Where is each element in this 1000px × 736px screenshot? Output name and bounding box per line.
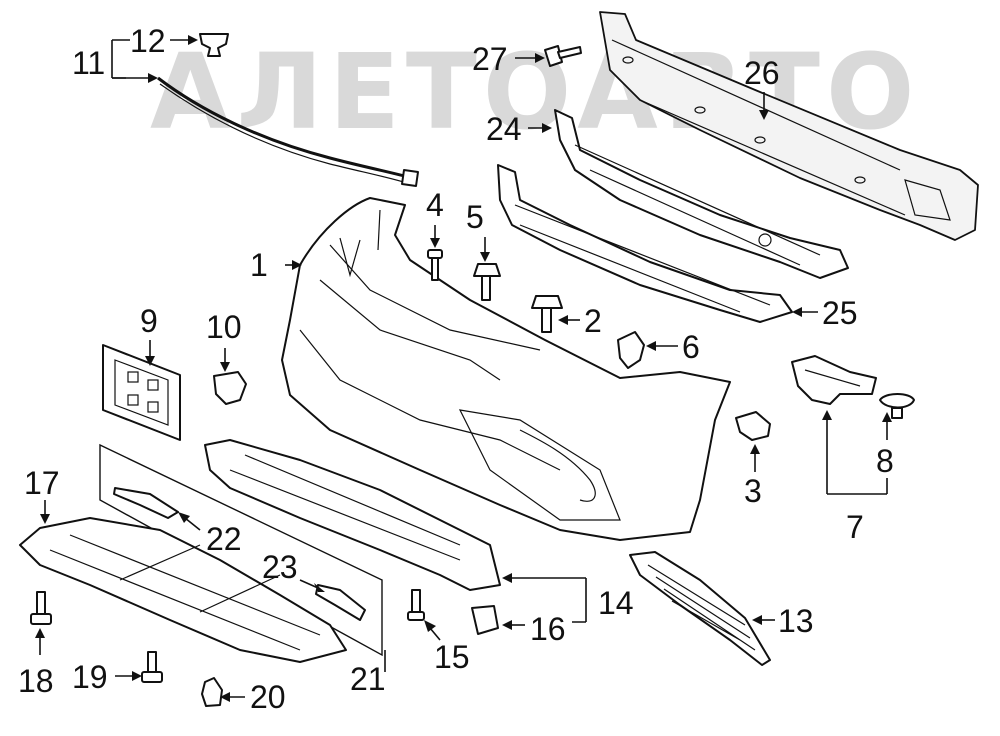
callout-6: 6 [682,329,700,365]
callout-8: 8 [876,443,894,479]
part-bolt-2 [531,295,563,333]
callout-27: 27 [472,41,508,77]
callout-5: 5 [466,199,484,235]
callout-26: 26 [744,55,780,91]
part-bolt-27 [544,45,582,67]
part-bolt-19 [141,651,163,683]
callout-18: 18 [18,663,54,699]
callout-25: 25 [822,295,858,331]
part-bumper-cover [281,197,731,541]
part-clip-12 [199,33,229,57]
part-clip-16 [471,605,499,635]
part-grille-insert [629,551,771,666]
part-side-bracket [791,355,877,405]
part-clip-8 [879,393,915,419]
callout-21: 21 [350,661,386,697]
callout-9: 9 [140,303,158,339]
part-lower-panel-outline [99,443,383,657]
part-bolt-5 [473,263,501,301]
part-bracket-6 [617,331,645,369]
part-license-bracket [102,344,181,441]
callout-labels: 11 12 27 24 26 25 1 4 5 2 6 9 10 8 7 3 1… [18,23,894,715]
part-clip-10 [213,371,247,405]
part-seal-23 [315,584,366,621]
callout-20: 20 [250,679,286,715]
callout-4: 4 [426,187,444,223]
callout-17: 17 [24,465,60,501]
callout-23: 23 [262,549,298,585]
callout-12: 12 [130,23,166,59]
callout-16: 16 [530,611,566,647]
callout-14: 14 [598,585,634,621]
callout-19: 19 [72,659,108,695]
callout-11: 11 [72,45,105,81]
callout-22: 22 [206,521,242,557]
leader-lines [35,35,892,702]
part-bolt-4 [427,249,443,281]
callout-2: 2 [584,303,602,339]
part-undercover [19,517,347,663]
callout-1: 1 [250,247,268,283]
part-upper-absorber [554,109,849,279]
part-lower-deflector [204,439,501,591]
callout-13: 13 [778,603,814,639]
callout-15: 15 [434,639,470,675]
callout-24: 24 [486,111,522,147]
part-seal-22 [113,487,179,519]
part-reinforcement-bar [599,11,979,241]
callout-10: 10 [206,309,242,345]
part-trim-strip [157,76,419,187]
part-clip-3 [735,411,771,441]
part-clip-20 [201,677,223,707]
callout-3: 3 [744,473,762,509]
part-bolt-18 [30,591,52,625]
part-bolt-15 [407,589,425,621]
callout-7: 7 [846,509,864,545]
